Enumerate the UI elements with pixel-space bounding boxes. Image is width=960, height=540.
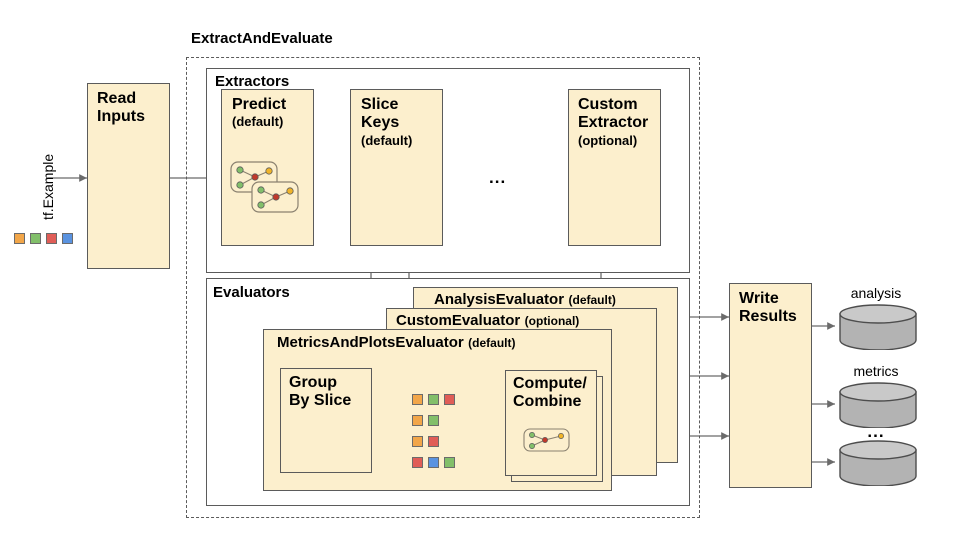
group-by-slice-title: Group By Slice [289, 374, 352, 409]
custom-evaluator-subtitle: (optional) [524, 314, 580, 328]
more-store-icon[interactable] [838, 440, 918, 486]
metrics-store-label: metrics [853, 363, 899, 379]
chip-orange [14, 233, 25, 244]
extractors-label: Extractors [215, 73, 290, 90]
chip-blue [428, 457, 439, 468]
predict-title: Predict [232, 96, 287, 113]
extract-and-evaluate-title: ExtractAndEvaluate [191, 30, 333, 47]
custom-extractor-box[interactable]: Custom Extractor (optional) [568, 89, 661, 246]
predict-subtitle: (default) [232, 114, 284, 129]
slice-keys-subtitle: (default) [361, 133, 413, 148]
group-by-slice-box[interactable]: Group By Slice [280, 368, 372, 473]
read-inputs-title: Read Inputs [97, 90, 145, 125]
chip-row-2 [412, 415, 439, 426]
write-results-box[interactable]: Write Results [729, 283, 812, 488]
metrics-store-icon[interactable] [838, 382, 918, 428]
model-graph-icon [523, 428, 570, 452]
compute-combine-title: Compute/ Combine [513, 375, 587, 410]
chip-row-3 [412, 436, 439, 447]
slice-keys-box[interactable]: Slice Keys (default) [350, 89, 443, 246]
chip-red [46, 233, 57, 244]
metrics-evaluator-subtitle: (default) [468, 336, 516, 350]
chip-green [428, 415, 439, 426]
chip-row-1 [412, 394, 455, 405]
metrics-evaluator-title: MetricsAndPlotsEvaluator [277, 334, 464, 351]
input-label: tf.Example [40, 153, 56, 220]
chip-red [428, 436, 439, 447]
chip-red [412, 457, 423, 468]
analysis-store-icon[interactable] [838, 304, 918, 350]
chip-green [444, 457, 455, 468]
chip-blue [62, 233, 73, 244]
input-chip-row [14, 233, 73, 244]
read-inputs-box[interactable]: Read Inputs [87, 83, 170, 269]
write-results-title: Write Results [739, 290, 797, 325]
predict-box[interactable]: Predict (default) [221, 89, 314, 246]
model-graph-icon [230, 161, 299, 213]
extractors-ellipsis: ... [489, 168, 507, 187]
compute-combine-box[interactable]: Compute/ Combine [505, 370, 597, 476]
analysis-evaluator-title: AnalysisEvaluator [434, 291, 565, 308]
chip-row-4 [412, 457, 455, 468]
more-store-label: ... [867, 422, 885, 441]
extract-and-evaluate-container [186, 57, 700, 518]
analysis-store-label: analysis [850, 285, 902, 301]
custom-extractor-title: Custom Extractor [578, 96, 649, 131]
evaluators-label: Evaluators [213, 284, 290, 301]
chip-red [444, 394, 455, 405]
chip-green [30, 233, 41, 244]
analysis-evaluator-subtitle: (default) [568, 293, 616, 307]
custom-evaluator-title: CustomEvaluator [396, 312, 521, 329]
custom-extractor-subtitle: (optional) [578, 133, 638, 148]
chip-orange [412, 415, 423, 426]
chip-orange [412, 394, 423, 405]
metrics-and-plots-evaluator-box[interactable]: MetricsAndPlotsEvaluator (default) Group… [263, 329, 612, 491]
slice-keys-title: Slice Keys [361, 96, 400, 131]
chip-orange [412, 436, 423, 447]
chip-green [428, 394, 439, 405]
